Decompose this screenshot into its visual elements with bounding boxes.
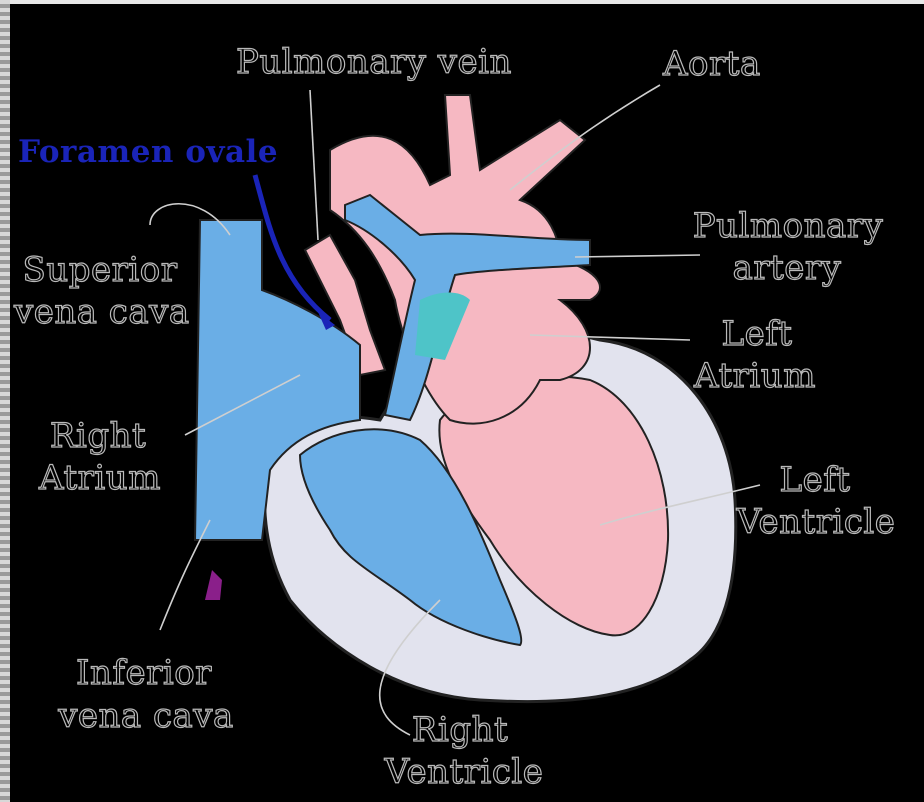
label-foramen-ovale: Foramen ovale	[18, 134, 278, 170]
label-inferior-vena-cava-line1: Inferior	[64, 655, 224, 691]
left-border	[0, 0, 10, 802]
label-inferior-vena-cava-line2: vena cava	[58, 698, 234, 734]
label-pulmonary-artery-line2: artery	[712, 250, 862, 286]
label-right-ventricle-line1: Right	[400, 712, 520, 748]
label-right-ventricle-line2: Ventricle	[376, 754, 552, 790]
label-pulmonary-vein: Pulmonary vein	[236, 44, 512, 80]
label-left-ventricle-line2: Ventricle	[726, 504, 906, 540]
label-left-atrium-line2: Atrium	[680, 358, 830, 394]
label-superior-vena-cava-line1: Superior	[20, 252, 180, 288]
label-right-atrium-line2: Atrium	[30, 460, 170, 496]
label-left-ventricle-line1: Left	[760, 462, 870, 498]
label-aorta: Aorta	[663, 46, 761, 82]
label-superior-vena-cava-line2: vena cava	[14, 294, 186, 330]
label-pulmonary-artery-line1: Pulmonary	[688, 208, 888, 244]
label-left-atrium-line1: Left	[702, 316, 812, 352]
label-right-atrium-line1: Right	[38, 418, 158, 454]
